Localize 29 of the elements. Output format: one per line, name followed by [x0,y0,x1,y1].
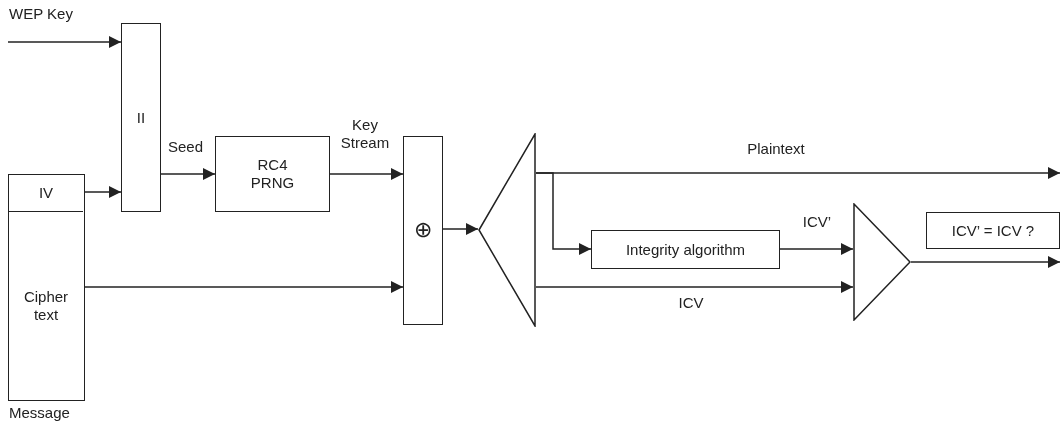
concatenation-box [121,23,161,212]
node-text: ICV’ = ICV ? [950,221,1036,240]
xor-symbol: ⊕ [413,217,433,244]
node-text: RC4 PRNG [249,156,296,192]
edge-label: Plaintext [746,140,806,158]
edge-label: Seed [166,138,204,156]
edge-label: ICV’ [801,213,833,231]
edge-label: ICV [677,294,705,312]
arrow [535,281,854,293]
node-text: Cipher text [22,287,70,324]
node-text: Integrity algorithm [624,240,747,259]
arrow [910,256,1061,268]
node-text: IV [37,184,55,202]
arrow [779,243,854,255]
arrow [329,168,404,180]
edge-label: Key Stream [339,116,391,152]
arrow [160,168,216,180]
arrow [442,223,479,235]
process-box [215,136,330,212]
triangle-shape [478,133,536,327]
node-text: II [135,108,147,127]
condition-box [926,212,1060,249]
node-text: Message [9,404,70,422]
process-box [591,230,780,269]
triangle-shape [853,203,911,321]
xor-box [403,136,443,325]
edge-label: WEP Key [8,5,74,23]
arrow [7,36,122,48]
arrow [535,172,592,255]
